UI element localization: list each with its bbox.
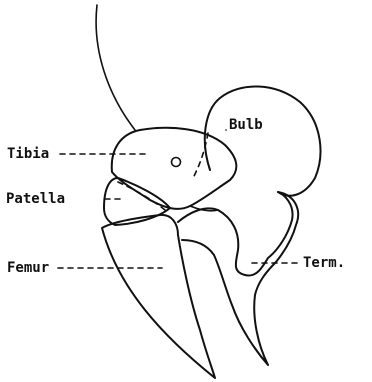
label-bulb: Bulb [229,117,263,133]
bulb-outline [205,86,321,195]
patella-inner-line [118,182,165,210]
seta-line [96,5,135,130]
terminal-apophysis-outline [178,192,298,365]
femur-outline [102,215,215,378]
label-term: Term. [303,255,345,271]
tibia-pore-circle [172,158,181,167]
label-tibia: Tibia [7,146,49,162]
label-patella: Patella [6,191,65,207]
tibia-outline [112,128,237,209]
label-femur: Femur [7,260,49,276]
